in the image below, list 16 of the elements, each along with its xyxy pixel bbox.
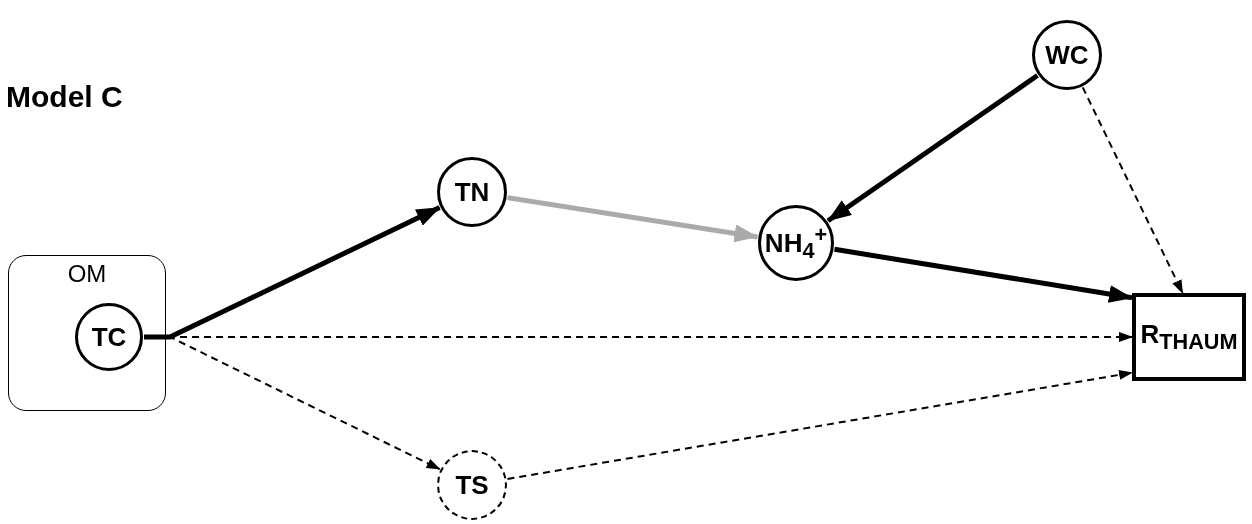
- variable-label: TS: [455, 469, 489, 501]
- arrow: [1081, 86, 1184, 294]
- arrow: [826, 73, 1039, 223]
- diagram-title: Model C: [6, 80, 123, 114]
- arrow: [143, 336, 441, 471]
- response-box: [1132, 293, 1246, 381]
- group-title: OM: [67, 260, 107, 288]
- arrow: [506, 369, 1133, 480]
- variable-label: TC: [91, 321, 127, 353]
- group-box: [8, 255, 166, 411]
- variable-label: TN: [454, 176, 490, 208]
- arrow: [144, 205, 441, 340]
- variable-label: WC: [1045, 39, 1089, 71]
- variable-label: R$_{THAUM}$: [1140, 318, 1238, 356]
- arrow: [834, 246, 1133, 303]
- arrow: [507, 195, 759, 243]
